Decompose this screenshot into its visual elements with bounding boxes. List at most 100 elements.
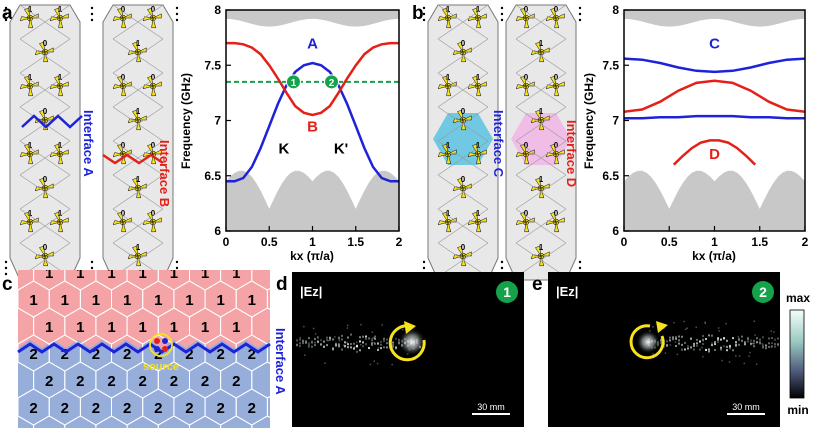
unit-cell-digit: 1: [136, 175, 141, 184]
field-speckle: [666, 340, 668, 342]
lattice-region-digit: 1: [201, 265, 209, 282]
lattice-region-digit: 1: [107, 319, 115, 336]
field-speckle: [678, 339, 680, 341]
field-speckle: [708, 334, 710, 336]
y-tick-label: 6.5: [602, 169, 619, 183]
unit-cell-digit: 0: [43, 175, 48, 184]
lattice-hexagon: [0, 362, 2, 398]
lattice-region-digit: 2: [139, 373, 147, 390]
y-tick-label: 7.5: [602, 58, 619, 72]
field-speckle: [302, 340, 304, 342]
field-speckle: [381, 324, 383, 326]
lattice-region-digit: 2: [248, 400, 256, 417]
unit-cell-digit: 1: [446, 5, 451, 14]
lattice-region-digit: 2: [123, 346, 131, 363]
field-speckle: [386, 342, 388, 344]
field-speckle: [652, 353, 654, 355]
field-speckle: [726, 340, 728, 342]
lattice-region-digit: 2: [216, 400, 224, 417]
field-speckle: [693, 349, 695, 351]
field-speckle: [338, 343, 340, 345]
field-speckle: [696, 327, 698, 329]
lattice-region-digit: 1: [45, 319, 53, 336]
unit-cell-digit: 0: [461, 39, 466, 48]
field-speckle: [675, 336, 677, 338]
field-speckle: [302, 342, 304, 344]
field-speckle: [332, 339, 334, 341]
field-speckle: [323, 346, 325, 348]
field-speckle: [714, 341, 716, 343]
field-speckle: [373, 337, 375, 339]
lattice-hexagon: [0, 416, 2, 432]
field-speckle: [768, 346, 770, 348]
field-speckle: [774, 346, 776, 348]
field-speckle: [380, 344, 382, 346]
field-speckle: [370, 364, 372, 366]
band-annotation: D: [709, 146, 720, 163]
unit-cell-digit: 1: [539, 39, 544, 48]
band-curve: [624, 116, 805, 118]
field-speckle: [723, 337, 725, 339]
field-speckle: [372, 332, 374, 334]
field-speckle: [714, 349, 716, 351]
field-speckle: [721, 360, 723, 362]
unit-cell-digit: 0: [524, 141, 529, 150]
unit-cell-digit: 0: [461, 175, 466, 184]
strip-interface-b: 001001001001 Interface B: [103, 5, 173, 280]
field-speckle: [314, 344, 316, 346]
field-speckle: [377, 349, 379, 351]
x-tick-label: 2: [802, 235, 809, 249]
unit-cell-digit: 0: [524, 5, 529, 14]
field-speckle: [353, 343, 355, 345]
band-annotation: C: [709, 36, 720, 53]
field-speckle: [304, 355, 306, 357]
field-speckle: [708, 351, 710, 353]
lattice-region-digit: 1: [139, 319, 147, 336]
field-speckle: [368, 347, 370, 349]
field-speckle: [341, 335, 343, 337]
field-speckle: [738, 344, 740, 346]
field-speckle: [765, 347, 767, 349]
unit-cell-digit: 1: [28, 5, 33, 14]
field-speckle: [311, 346, 313, 348]
field-speckle: [717, 337, 719, 339]
field-speckle: [751, 343, 753, 345]
field-speckle: [380, 341, 382, 343]
field-speckle: [391, 364, 393, 366]
lattice-region-digit: 1: [232, 319, 240, 336]
field-speckle: [774, 339, 776, 341]
colorbar: max min: [786, 291, 810, 417]
lattice-region-digit: 1: [232, 265, 240, 282]
field-speckle: [673, 322, 675, 324]
band-annotation: K': [334, 141, 348, 158]
field-speckle: [317, 336, 319, 338]
field-speckle: [299, 345, 301, 347]
field-speckle: [296, 344, 298, 346]
field-speckle: [729, 361, 731, 363]
unit-cell-digit: 1: [28, 73, 33, 82]
field-speckle: [735, 355, 737, 357]
field-speckle: [347, 343, 349, 345]
field-speckle: [702, 356, 704, 358]
field-speckle: [675, 338, 677, 340]
field-speckle: [696, 345, 698, 347]
field-speckle: [365, 338, 367, 340]
field-speckle: [777, 344, 779, 346]
x-tick-label: 0: [621, 235, 628, 249]
field-speckle: [759, 339, 761, 341]
field-speckle: [362, 341, 364, 343]
field-speckle: [386, 346, 388, 348]
unit-cell-digit: 1: [136, 39, 141, 48]
panel-c-interface-label: Interface A: [273, 328, 288, 395]
lower-bulk-band: [624, 171, 805, 231]
field-speckle: [339, 340, 341, 342]
upper-bulk-band: [226, 10, 399, 27]
field-speckle: [726, 346, 728, 348]
unit-cell-digit: 0: [121, 73, 126, 82]
lower-bulk-band: [226, 171, 399, 231]
field-speckle: [326, 337, 328, 339]
field-speckle: [766, 345, 768, 347]
field-speckle: [365, 343, 367, 345]
panel-e-scale-label: 30 mm: [732, 402, 760, 412]
interface-d-label: Interface D: [564, 120, 579, 187]
